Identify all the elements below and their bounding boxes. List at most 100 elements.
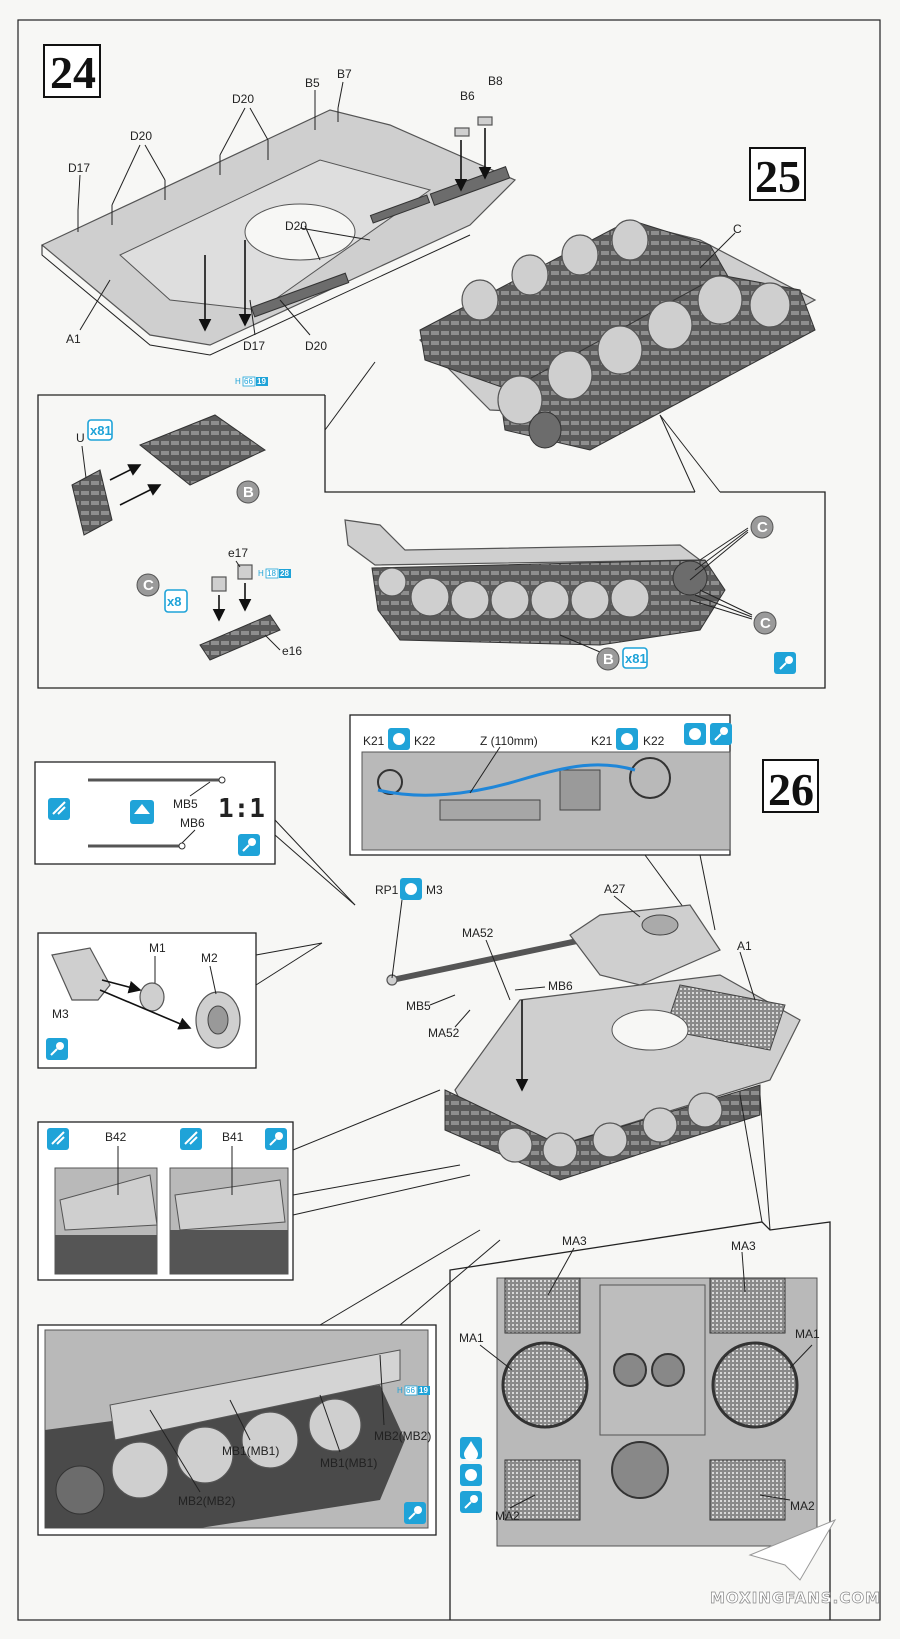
label-ma1-right: MA1 [795,1327,820,1341]
step-24-box [43,44,101,98]
label-m3-part: M3 [52,1007,69,1021]
arrow-m1 [101,979,142,994]
label-mb6: MB6 [180,816,205,830]
swap-icon-d [400,878,422,900]
bend-icon-b41 [180,1128,202,1150]
sprue-b-b [596,647,620,671]
cable-photo-detail [377,757,671,821]
sprue-c-right-1 [750,515,774,539]
leader-a1-tank [739,951,756,1001]
leader-ma2-right [759,1494,791,1501]
label-k22-a: K22 [414,734,436,748]
label-d17-top: D17 [68,161,90,175]
step-24: 24 [40,44,517,387]
label-ma3-right: MA3 [731,1239,756,1253]
antenna-callout-pointer-b [274,834,356,906]
label-m2: M2 [201,951,218,965]
turret-ring-opening [244,203,356,261]
part-b8 [477,116,493,126]
photo-b41-tracks [170,1230,288,1274]
swap-icon-c [684,723,706,745]
label-mb1-right: MB1(MB1) [320,1456,377,1470]
leader-ma3-right [741,1251,746,1293]
fan-ma1-right [711,1341,799,1429]
glue-icon-g [404,1502,426,1524]
label-a1-hull: A1 [66,332,81,346]
paper-plane-logo [748,1518,837,1581]
qty-x8: x8 [167,594,181,609]
label-ma1-left: MA1 [459,1331,484,1345]
label-rp1: RP1 [375,883,399,897]
bend-icon [48,798,70,820]
ref-badge-1: H 66 19 [235,376,268,387]
part-e17-right [237,564,253,580]
svg-text:18: 18 [267,569,276,578]
label-m1: M1 [149,941,166,955]
step-25-callout-frame [37,394,826,689]
label-k21-a: K21 [363,734,385,748]
sprue-c-a-label: C [143,577,154,594]
antenna-mb6-tip [178,842,186,850]
deck-fitting [611,1441,669,1499]
arrow-u-1 [109,464,142,481]
glue-icon-c [710,723,732,745]
leader-mb5-tank [429,994,456,1006]
cable-photo [361,751,731,851]
fender-b41 [174,1179,286,1231]
leader-c-top [699,232,736,269]
badge-x8 [164,589,188,613]
svg-text:19: 19 [257,377,266,386]
watermark-text: MOXINGFANS.COM [710,1589,881,1607]
ref-badge-3: H 66 19 [397,1385,430,1396]
arrow-u-2 [119,484,162,506]
label-c-top: C [733,222,742,236]
label-mb5: MB5 [173,797,198,811]
step-26-box [762,759,819,813]
leader-mb2-right [379,1354,385,1426]
label-d20-mid: D20 [285,219,307,233]
step-26: 26 K21 K22 Z (110mm) K21 K22 [34,714,831,1620]
skirt-callout-pointer-a [319,1229,481,1326]
label-b41: B41 [222,1130,244,1144]
sprue-b-a [236,480,260,504]
panther-tank [386,904,801,1181]
leader-m2 [209,965,217,995]
step-25-callout-frame-inner [324,395,695,493]
leader-a27 [613,895,641,918]
part-m2-hole [207,1005,229,1035]
muzzle-callout-pointer-b [255,942,323,986]
sprue-c-right-1-label: C [757,519,768,536]
leader-z [469,746,501,794]
label-ma2-left: MA2 [495,1509,520,1523]
leader-e16 [264,634,281,651]
leader-mb1-right [319,1394,341,1453]
leader-u [81,445,87,479]
label-mb2-right: MB2(MB2) [374,1429,431,1443]
antenna-callout-pointer-a [274,819,356,906]
callout-pointer-right-b [659,414,696,493]
label-e17: e17 [228,546,248,560]
page-frame [17,19,881,1621]
label-ma52-bottom: MA52 [428,1026,460,1040]
chassis-side-view [344,519,726,646]
step-24-leaders [77,81,371,336]
step-26-number: 26 [768,764,814,815]
label-mb2-left: MB2(MB2) [178,1494,235,1508]
svg-text:19: 19 [419,1386,428,1395]
plate-callout-pointer-a [292,1089,441,1151]
antenna-mb5-tip [218,776,226,784]
label-b42: B42 [105,1130,127,1144]
grill-ma3-right [709,1277,786,1334]
label-b7: B7 [337,67,352,81]
label-k21-b: K21 [591,734,613,748]
label-a27: A27 [604,882,626,896]
leader-ma1-right [789,1344,813,1369]
leader-mb2-left [149,1409,201,1493]
track-link-e16 [199,614,281,661]
label-k22-b: K22 [643,734,665,748]
leader-e17 [235,560,241,568]
swap-icon-a [388,728,410,750]
leader-rp1 [391,899,403,979]
filler-cap-right [651,1353,685,1387]
